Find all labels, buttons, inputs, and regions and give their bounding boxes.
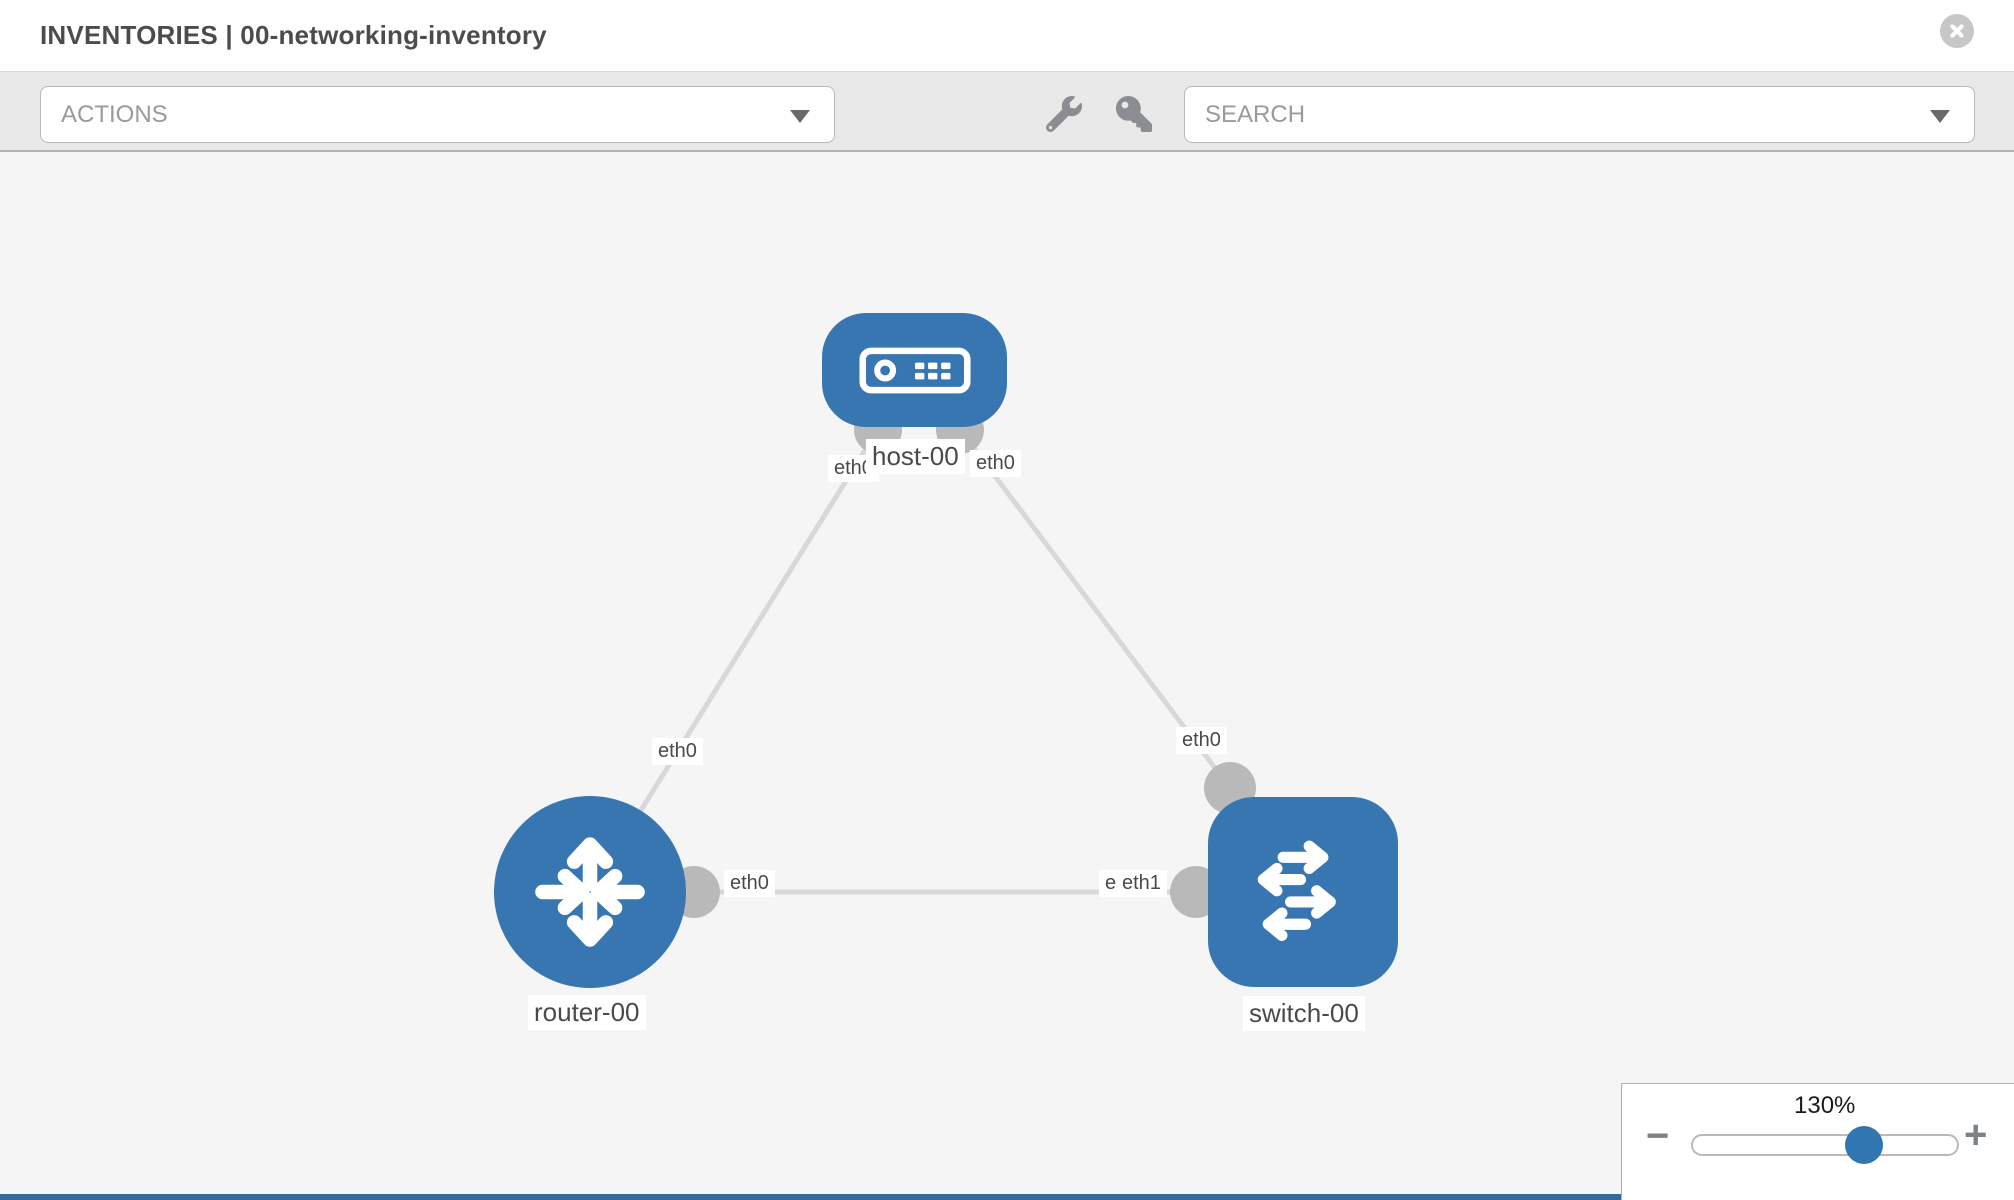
actions-dropdown[interactable]: ACTIONS (40, 86, 835, 143)
actions-dropdown-label: ACTIONS (61, 101, 168, 128)
page-title: INVENTORIES | 00-networking-inventory (40, 20, 547, 50)
node-label-router: router-00 (528, 995, 646, 1030)
modal-header: INVENTORIES | 00-networking-inventory (0, 0, 2014, 72)
node-label-switch: switch-00 (1243, 996, 1365, 1031)
iface-label-router-top: eth0 (652, 738, 703, 765)
zoom-slider-track[interactable] (1691, 1134, 1959, 1156)
node-host-00[interactable] (822, 313, 1007, 427)
router-icon (535, 837, 645, 947)
zoom-panel: 130% − + (1621, 1083, 2014, 1200)
wrench-icon (1045, 96, 1082, 133)
switch-icon (1257, 840, 1336, 941)
link-layer (587, 368, 1303, 895)
zoom-slider-knob[interactable] (1845, 1126, 1883, 1164)
close-icon (1950, 24, 1964, 38)
zoom-level-label: 130% (1794, 1092, 1856, 1119)
configure-button[interactable] (1045, 96, 1082, 133)
iface-label-switch-top: eth0 (1176, 727, 1227, 754)
node-label-host: host-00 (866, 439, 965, 474)
chevron-down-icon (790, 110, 810, 123)
credentials-button[interactable] (1116, 96, 1152, 132)
key-icon (1116, 96, 1152, 132)
zoom-in-button[interactable]: + (1964, 1113, 1988, 1157)
search-dropdown[interactable]: SEARCH (1184, 86, 1975, 143)
search-dropdown-label: SEARCH (1205, 101, 1306, 128)
network-canvas[interactable]: eth0 eth0 eth0 eth0 eth0 eth0 eth1 host-… (0, 152, 2014, 1200)
zoom-out-button[interactable]: − (1646, 1114, 1670, 1158)
iface-label-mid-switch-front: eth1 (1116, 870, 1167, 897)
iface-label-mid-router: eth0 (724, 870, 775, 897)
close-button[interactable] (1940, 14, 1974, 48)
bottom-accent-bar (0, 1194, 1621, 1200)
toolbar: ACTIONS SEARCH (0, 72, 2014, 152)
chevron-down-icon (1930, 110, 1950, 123)
iface-label-host-right: eth0 (970, 450, 1021, 477)
node-switch-00[interactable] (1208, 797, 1398, 987)
node-router-00[interactable] (494, 796, 686, 988)
host-icon (858, 347, 971, 393)
